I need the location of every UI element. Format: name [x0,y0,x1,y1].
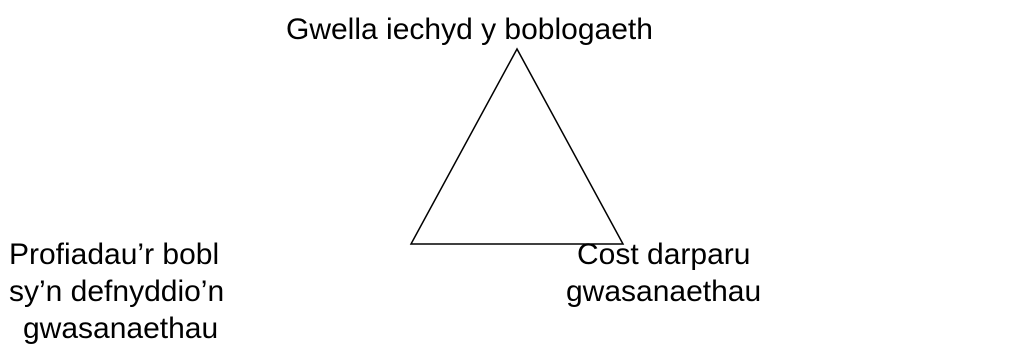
left-vertex-label-line: gwasanaethau [23,312,219,345]
right-vertex-label: Cost darparu gwasanaethau [566,236,761,310]
left-vertex-label-line: sy’n defnyddio’n [9,275,225,308]
triangle-outline [409,47,625,245]
left-vertex-label-line: Profiadau’r bobl [9,238,220,271]
left-vertex-label: Profiadau’r bobl sy’n defnyddio’n gwasan… [9,236,224,347]
top-vertex-label: Gwella iechyd y boblogaeth [286,13,653,46]
right-vertex-label-line: Cost darparu [577,238,751,271]
right-vertex-label-line: gwasanaethau [566,275,762,308]
